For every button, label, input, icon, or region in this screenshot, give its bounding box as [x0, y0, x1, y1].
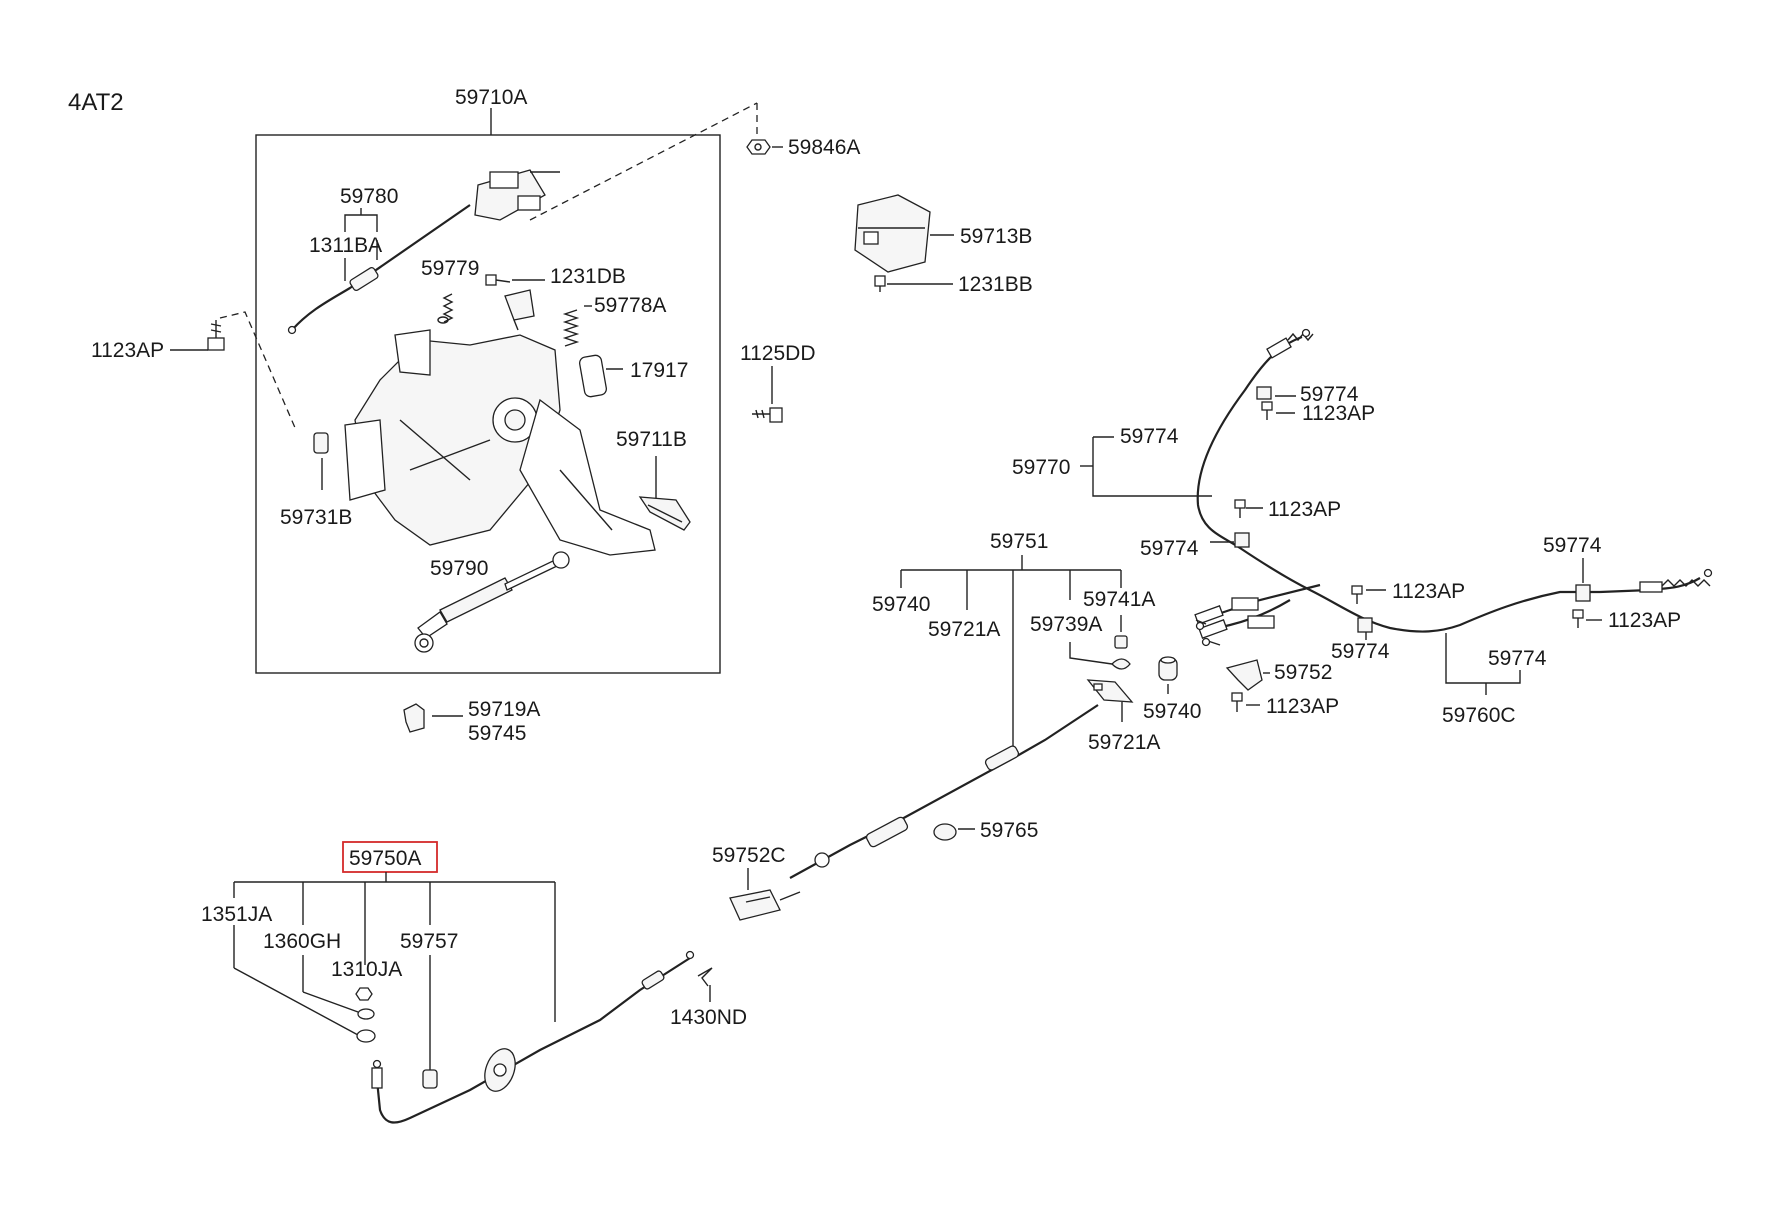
label-59774-e[interactable]: 59774	[1331, 640, 1390, 663]
label-1123ap-right[interactable]: 1123AP	[1608, 609, 1681, 632]
label-1123ap-mid[interactable]: 1123AP	[1268, 498, 1341, 521]
label-59731b[interactable]: 59731B	[280, 506, 352, 529]
retainer-59739a-icon	[1111, 658, 1131, 670]
label-59770[interactable]: 59770	[1012, 456, 1070, 479]
label-59750a[interactable]: 59750A	[349, 847, 421, 870]
clip-59719a-icon	[403, 703, 425, 733]
label-59751[interactable]: 59751	[990, 530, 1048, 553]
adjuster-59752c-icon	[729, 889, 801, 921]
bushing-59740-icon	[1158, 656, 1178, 681]
label-1123ap-rc[interactable]: 1123AP	[1392, 580, 1465, 603]
label-1231bb[interactable]: 1231BB	[958, 273, 1033, 296]
label-59774-b[interactable]: 59774	[1120, 425, 1179, 448]
label-1125dd[interactable]: 1125DD	[740, 342, 816, 365]
label-59740-a[interactable]: 59740	[872, 593, 930, 616]
bolt-1123ap-left-icon	[207, 320, 225, 351]
pedal-bracket-icon	[344, 329, 656, 556]
label-59721a-a[interactable]: 59721A	[928, 618, 1000, 641]
clip-59752-icon	[1225, 659, 1263, 691]
label-59711b[interactable]: 59711B	[616, 428, 687, 451]
rear-cable-assembly-icon	[1194, 328, 1713, 647]
cover-59713b-icon	[854, 194, 931, 273]
label-59774-d[interactable]: 59774	[1543, 534, 1602, 557]
return-spring-59779-icon	[437, 293, 454, 324]
label-59846a[interactable]: 59846A	[788, 136, 860, 159]
label-59757[interactable]: 59757	[400, 930, 458, 953]
label-1311ba[interactable]: 1311BA	[309, 234, 382, 257]
label-59774-f[interactable]: 59774	[1488, 647, 1547, 670]
bolt-1123ap-right-icon	[1572, 609, 1584, 628]
highlight-box-59750a	[342, 841, 438, 873]
label-1231db[interactable]: 1231DB	[550, 265, 626, 288]
diagram-code: 4AT2	[68, 89, 124, 116]
label-1123ap-top[interactable]: 1123AP	[1302, 402, 1375, 425]
bolt-1123ap-rc-icon	[1351, 585, 1363, 604]
bracket-clip-icon	[504, 289, 535, 331]
release-cable-icon	[287, 169, 560, 335]
label-59719a[interactable]: 59719A	[468, 698, 540, 721]
label-59760c[interactable]: 59760C	[1442, 704, 1516, 727]
label-1123ap-left[interactable]: 1123AP	[91, 339, 164, 362]
label-59739a[interactable]: 59739A	[1030, 613, 1102, 636]
pedal-pad-59711b-icon	[638, 496, 691, 531]
label-59780[interactable]: 59780	[340, 185, 398, 208]
nut-59846a-icon	[746, 139, 771, 155]
bolt-1231db-icon	[485, 274, 511, 286]
front-cable-59750a-icon	[371, 950, 695, 1124]
label-59765[interactable]: 59765	[980, 819, 1038, 842]
pin-1430nd-icon	[697, 967, 713, 987]
bolt-1123ap-low-icon	[1231, 692, 1243, 712]
nut-1310ja-icon	[355, 987, 373, 1001]
pedal-assembly-frame	[255, 134, 721, 674]
bolt-1231bb-icon	[874, 275, 886, 292]
label-59721a-b[interactable]: 59721A	[1088, 731, 1160, 754]
label-59741a[interactable]: 59741A	[1083, 588, 1155, 611]
return-spring-59778a-icon	[562, 309, 580, 347]
pedal-pad-sleeve-17917-icon	[578, 354, 608, 398]
bolt-1123ap-mid-icon	[1234, 499, 1246, 518]
label-59752c[interactable]: 59752C	[712, 844, 786, 867]
label-1430nd[interactable]: 1430ND	[670, 1006, 747, 1029]
label-59745[interactable]: 59745	[468, 722, 526, 745]
label-59779[interactable]: 59779	[421, 257, 479, 280]
label-59774-top[interactable]: 59774	[1300, 383, 1359, 406]
label-59790[interactable]: 59790	[430, 557, 488, 580]
label-1310ja[interactable]: 1310JA	[331, 958, 402, 981]
front-cable-59751-icon	[789, 704, 1099, 879]
nut-59741a-icon	[1114, 635, 1128, 649]
label-1360gh[interactable]: 1360GH	[263, 930, 341, 953]
bolt-1123ap-top-icon	[1261, 401, 1273, 420]
bolt-1125dd-icon	[752, 407, 783, 423]
label-1123ap-low[interactable]: 1123AP	[1266, 695, 1339, 718]
stopper-59731b-icon	[313, 432, 329, 454]
label-1351ja[interactable]: 1351JA	[201, 903, 272, 926]
grommet-59765-icon	[933, 823, 957, 841]
clip-59757-icon	[422, 1069, 438, 1089]
label-59713b[interactable]: 59713B	[960, 225, 1032, 248]
washer-1360gh-icon	[357, 1008, 375, 1020]
label-59710a[interactable]: 59710A	[455, 86, 527, 109]
damper-59790-icon	[414, 551, 570, 653]
label-59774-c[interactable]: 59774	[1140, 537, 1199, 560]
label-59740-b[interactable]: 59740	[1143, 700, 1201, 723]
label-59778a[interactable]: 59778A	[594, 294, 666, 317]
label-59752[interactable]: 59752	[1274, 661, 1332, 684]
bracket-59721a-icon	[1086, 679, 1134, 703]
washer-1351ja-icon	[356, 1029, 376, 1043]
label-17917[interactable]: 17917	[630, 359, 688, 382]
